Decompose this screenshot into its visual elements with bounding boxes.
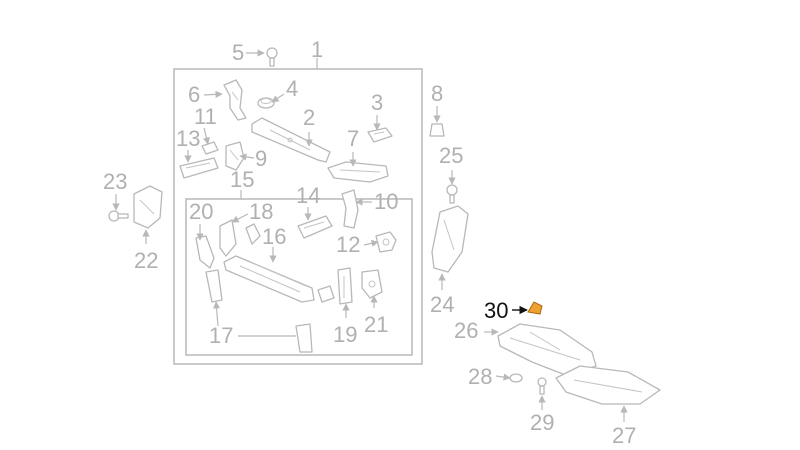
part-30-clip-highlighted[interactable] (527, 301, 543, 315)
part-22-bracket[interactable] (133, 185, 163, 229)
callout-6: 6 (188, 82, 200, 107)
callout-12: 12 (336, 232, 360, 257)
part-26-under-cover[interactable] (497, 323, 597, 377)
callout-11: 11 (194, 104, 217, 129)
part-10-bracket[interactable] (341, 189, 359, 229)
callout-1: 1 (311, 37, 323, 62)
part-14-plate[interactable] (297, 215, 333, 239)
part-13-plate[interactable] (179, 157, 219, 179)
part-23-bolt[interactable] (108, 210, 129, 222)
part-21-bracket[interactable] (361, 269, 383, 299)
part-2-support[interactable] (251, 117, 331, 163)
callout-9: 9 (255, 146, 267, 171)
part-24-side-support[interactable] (431, 205, 469, 273)
callout-16: 16 (262, 224, 286, 249)
part-19-bracket[interactable] (337, 267, 353, 305)
part-17-left-bracket[interactable] (205, 269, 223, 303)
part-4-grommet[interactable] (257, 97, 275, 109)
callout-18: 18 (249, 199, 273, 224)
part-29-screw[interactable] (537, 377, 547, 395)
part-11-clip[interactable] (201, 141, 219, 155)
callout-2: 2 (303, 105, 315, 130)
part-5-bolt[interactable] (266, 47, 278, 67)
part-7-support[interactable] (327, 161, 389, 183)
callout-3: 3 (371, 90, 383, 115)
callout-30: 30 (484, 298, 508, 323)
part-17-right-bracket[interactable] (295, 323, 313, 353)
callout-7: 7 (347, 126, 359, 151)
callout-25: 25 (439, 143, 463, 168)
part-16-reinforcement[interactable] (223, 255, 315, 303)
callout-14: 14 (296, 183, 320, 208)
callout-24: 24 (430, 292, 454, 317)
part-20-bracket[interactable] (195, 235, 215, 269)
assembly-frame-15 (185, 198, 413, 356)
callout-22: 22 (134, 248, 158, 273)
part-12-bracket[interactable] (375, 231, 397, 253)
callout-17: 17 (209, 323, 233, 348)
part-27-under-cover[interactable] (555, 365, 661, 405)
part-clip-near-16[interactable] (245, 223, 261, 245)
callout-5: 5 (232, 40, 244, 65)
callout-29: 29 (530, 410, 554, 435)
callout-20: 20 (189, 199, 213, 224)
part-3-bracket[interactable] (367, 127, 393, 143)
callout-15: 15 (230, 167, 254, 192)
callout-8: 8 (431, 81, 443, 106)
part-8-clip[interactable] (429, 123, 445, 137)
part-6-bracket[interactable] (223, 79, 247, 121)
part-9-bracket[interactable] (225, 141, 245, 171)
callout-27: 27 (612, 423, 636, 448)
assembly-frame-1 (173, 68, 423, 365)
part-25-bolt[interactable] (446, 184, 458, 204)
part-clip-right[interactable] (317, 285, 335, 303)
callout-13: 13 (176, 126, 200, 151)
callout-10: 10 (374, 189, 398, 214)
callout-23: 23 (103, 169, 127, 194)
callout-26: 26 (454, 318, 478, 343)
part-28-clip[interactable] (509, 373, 523, 383)
callout-28: 28 (468, 364, 492, 389)
callout-21: 21 (364, 312, 388, 337)
callout-4: 4 (286, 76, 298, 101)
part-18-bracket[interactable] (219, 219, 237, 257)
callout-19: 19 (333, 322, 357, 347)
